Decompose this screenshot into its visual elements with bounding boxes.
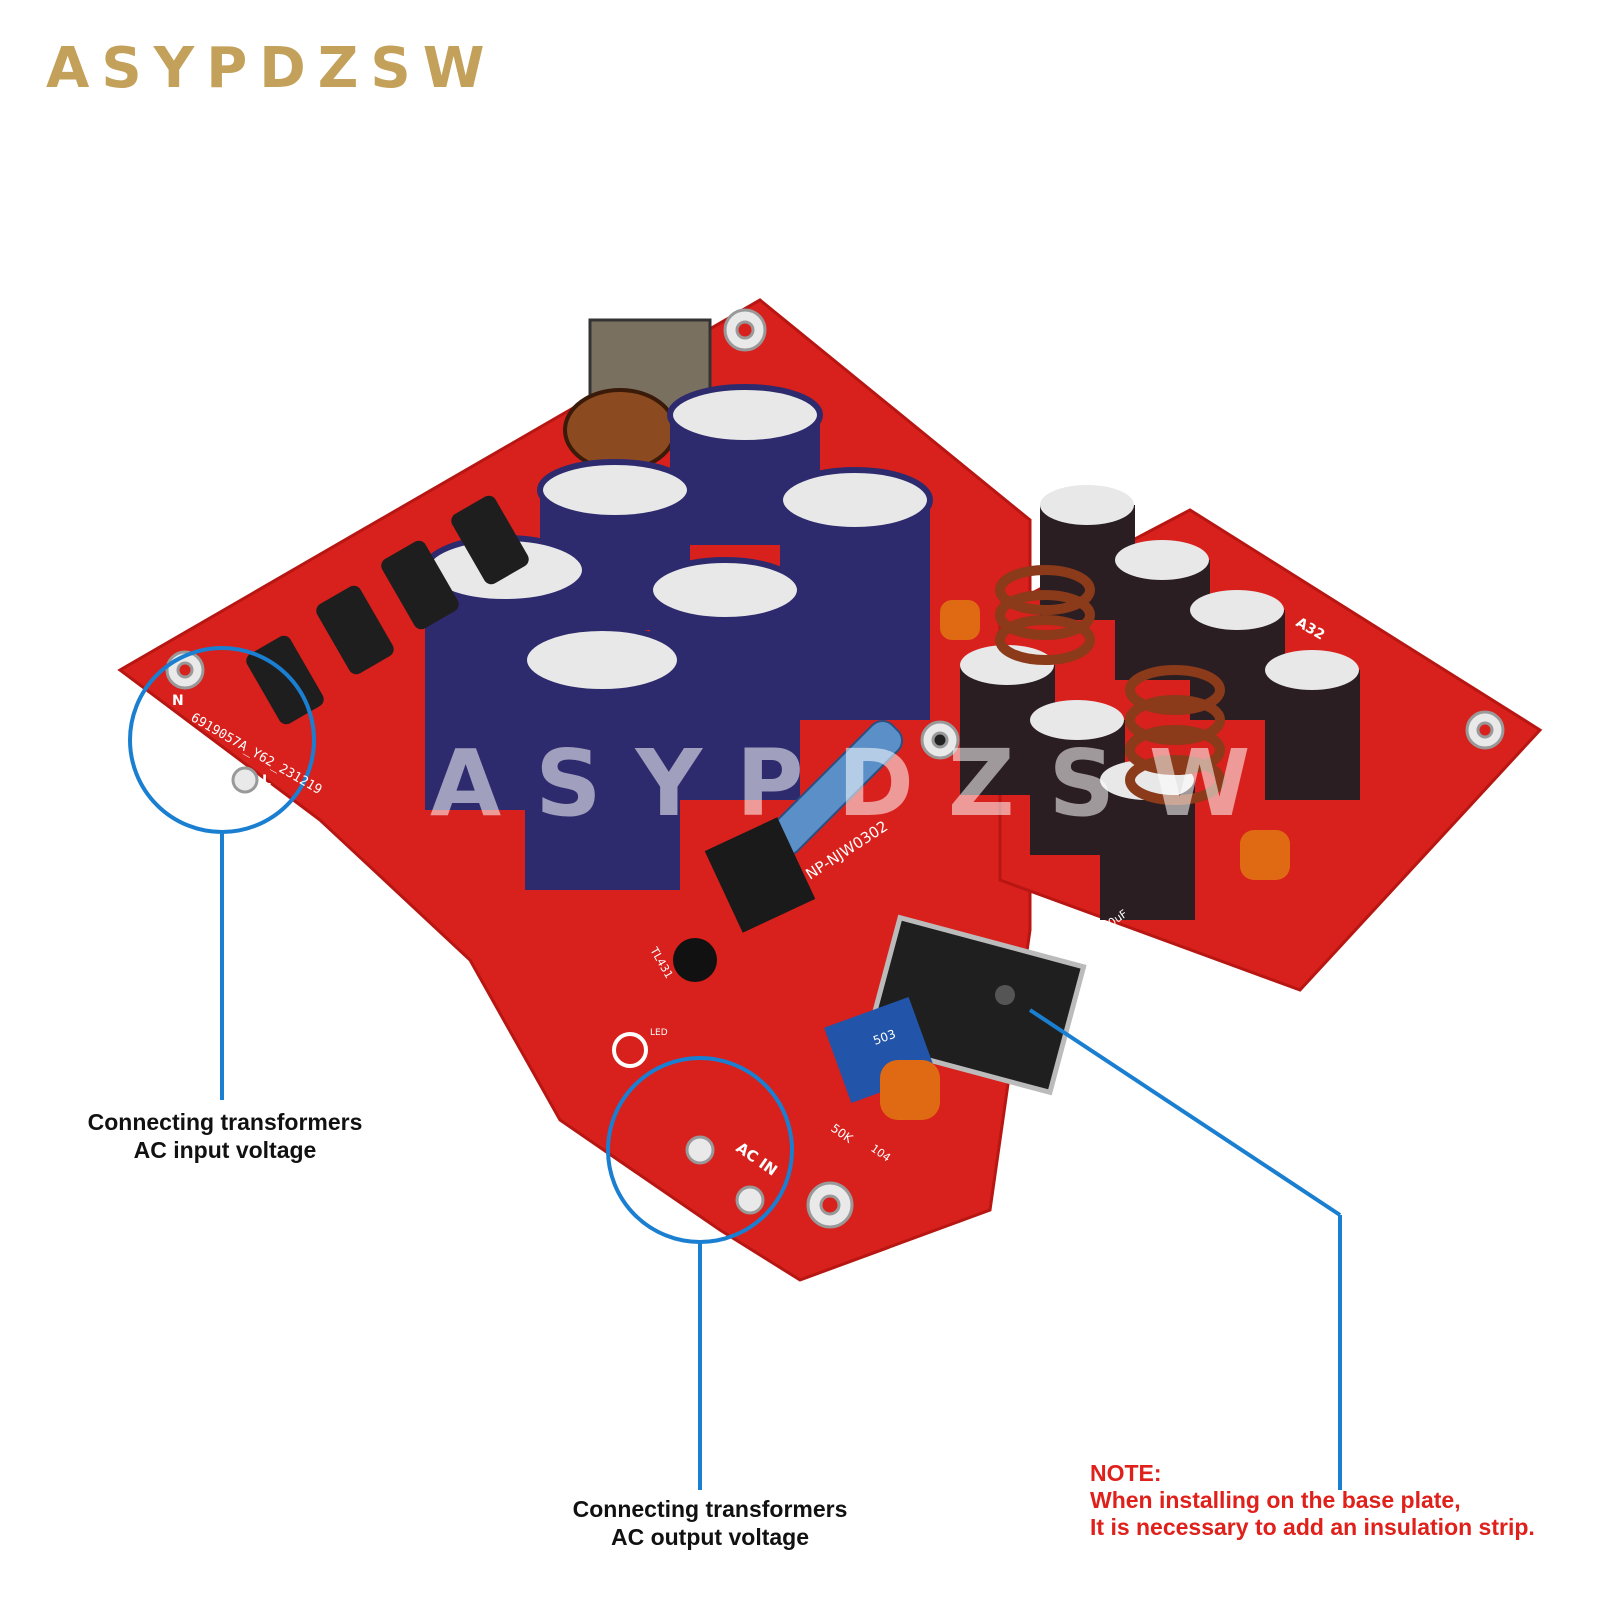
board-pin-l: L — [262, 773, 271, 789]
output-capacitors — [960, 485, 1360, 920]
callout-line-note-a — [1028, 1008, 1342, 1217]
installation-note: NOTE: When installing on the base plate,… — [1090, 1460, 1535, 1541]
air-core-inductors — [995, 565, 1225, 805]
mounting-holes — [165, 308, 1505, 1229]
led — [612, 1032, 648, 1068]
callout-output-line1: Connecting transformers — [572, 1496, 848, 1522]
board-led-label: LED — [650, 1028, 668, 1038]
brand-logo: ASYPDZSW — [46, 36, 497, 101]
callout-output-line2: AC output voltage — [610, 1524, 810, 1550]
film-capacitor — [880, 1060, 940, 1120]
callout-input-line1: Connecting transformers — [87, 1109, 363, 1135]
callout-input-caption: Connecting transformers AC input voltage — [70, 1108, 380, 1164]
note-line2: It is necessary to add an insulation str… — [1090, 1514, 1535, 1540]
board-pin-n: N — [172, 693, 184, 709]
note-title: NOTE: — [1090, 1460, 1162, 1486]
callout-graphics — [128, 646, 1342, 1490]
watermark: ASYPDZSW — [430, 730, 1285, 837]
callout-output-caption: Connecting transformers AC output voltag… — [555, 1495, 865, 1551]
callout-input-line2: AC input voltage — [133, 1137, 317, 1163]
note-line1: When installing on the base plate, — [1090, 1487, 1461, 1513]
voltage-regulator — [704, 817, 816, 933]
tl431 — [673, 938, 717, 982]
